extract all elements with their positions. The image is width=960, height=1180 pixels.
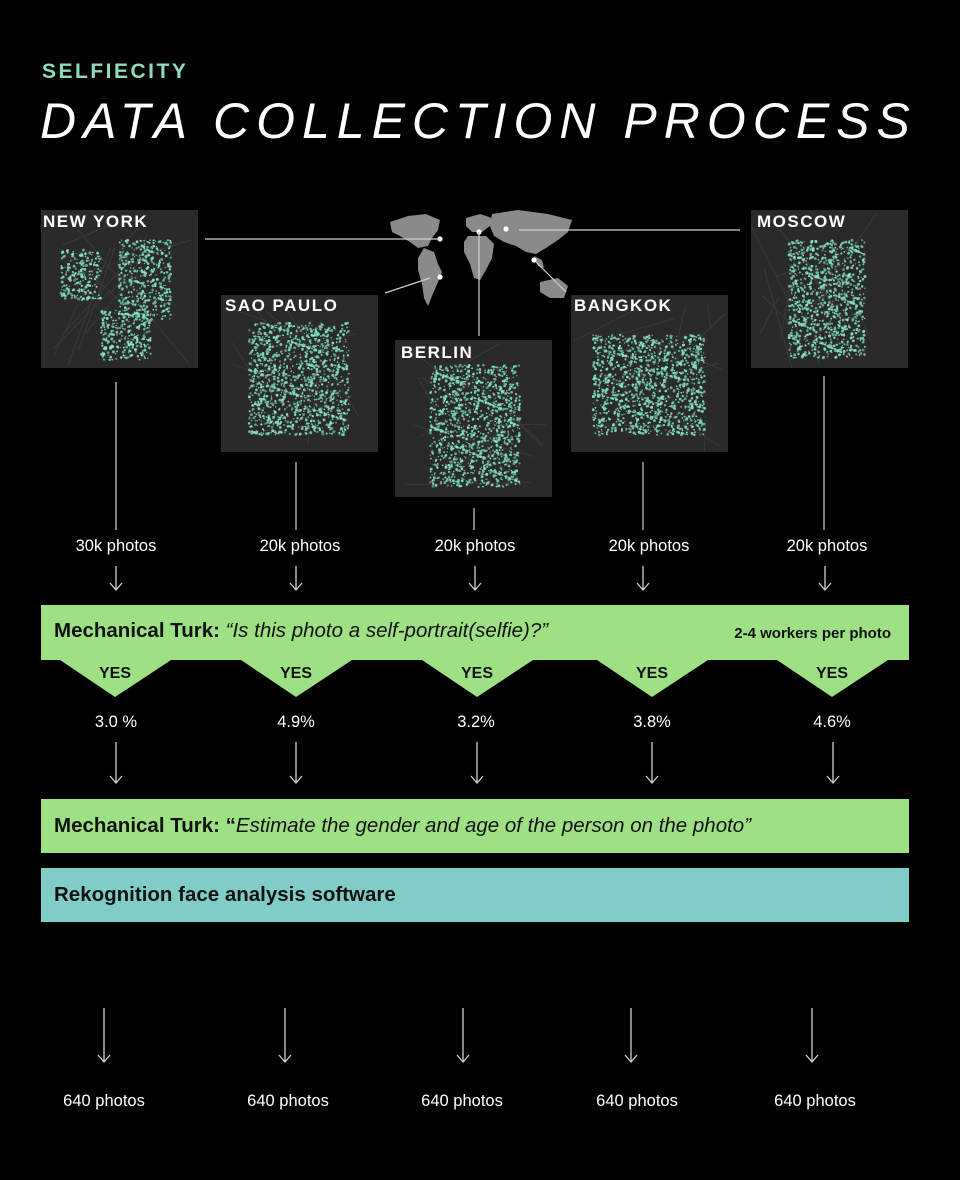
- map-berlin: [395, 340, 552, 497]
- rekognition-label: Rekognition face analysis software: [54, 883, 396, 906]
- selfie-rate-berlin: 3.2%: [457, 713, 495, 731]
- final-count-sao-paulo: 640 photos: [247, 1092, 329, 1110]
- final-count-new-york: 640 photos: [63, 1092, 145, 1110]
- turk-gender-age-text: Mechanical Turk: “Estimate the gender an…: [54, 814, 751, 838]
- selfie-rate-new-york: 3.0 %: [94, 713, 138, 731]
- turk-selfie-label: Mechanical Turk:: [54, 619, 220, 642]
- brand-label: SELFIECITY: [42, 60, 189, 83]
- map-new-york: [41, 210, 198, 368]
- selfie-rate-sao-paulo: 4.9%: [277, 713, 315, 731]
- photo-count-berlin: 20k photos: [434, 537, 516, 555]
- turk-selfie-band: [41, 605, 909, 697]
- city-label-moscow: MOSCOW: [757, 212, 847, 231]
- yes-label-sao-paulo: YES: [279, 665, 312, 682]
- photo-count-new-york: 30k photos: [75, 537, 157, 555]
- map-bangkok: [571, 295, 728, 452]
- city-label-sao-paulo: SAO PAULO: [225, 296, 339, 315]
- rekognition-band: Rekognition face analysis software: [41, 868, 909, 922]
- turk-gender-age-question: Estimate the gender and age of the perso…: [235, 814, 752, 837]
- turk-gender-age-label: Mechanical Turk: “: [54, 814, 236, 837]
- yes-label-bangkok: YES: [635, 665, 668, 682]
- world-map: [390, 210, 572, 306]
- final-count-berlin: 640 photos: [421, 1092, 503, 1110]
- final-count-moscow: 640 photos: [774, 1092, 856, 1110]
- yes-label-berlin: YES: [460, 665, 493, 682]
- yes-label-new-york: YES: [98, 665, 131, 682]
- page-title: DATA COLLECTION PROCESS: [40, 93, 917, 149]
- map-sao-paulo: [221, 295, 378, 452]
- photo-count-sao-paulo: 20k photos: [259, 537, 341, 555]
- selfie-rate-bangkok: 3.8%: [633, 713, 671, 731]
- photo-count-bangkok: 20k photos: [608, 537, 690, 555]
- turk-selfie-text: Mechanical Turk: “Is this photo a self-p…: [54, 619, 548, 643]
- yes-label-moscow: YES: [815, 665, 848, 682]
- map-moscow: [751, 210, 908, 368]
- final-count-bangkok: 640 photos: [596, 1092, 678, 1110]
- city-label-bangkok: BANGKOK: [574, 296, 673, 315]
- turk-selfie-band-content: Mechanical Turk: “Is this photo a self-p…: [41, 605, 909, 660]
- turk-selfie-question: “Is this photo a self-portrait(selfie)?”: [225, 619, 549, 642]
- selfie-rate-moscow: 4.6%: [813, 713, 851, 731]
- turk-gender-age-band: Mechanical Turk: “Estimate the gender an…: [41, 799, 909, 853]
- city-label-new-york: NEW YORK: [43, 212, 149, 231]
- photo-count-moscow: 20k photos: [786, 537, 868, 555]
- workers-per-photo: 2-4 workers per photo: [734, 625, 891, 642]
- city-label-berlin: BERLIN: [401, 343, 474, 362]
